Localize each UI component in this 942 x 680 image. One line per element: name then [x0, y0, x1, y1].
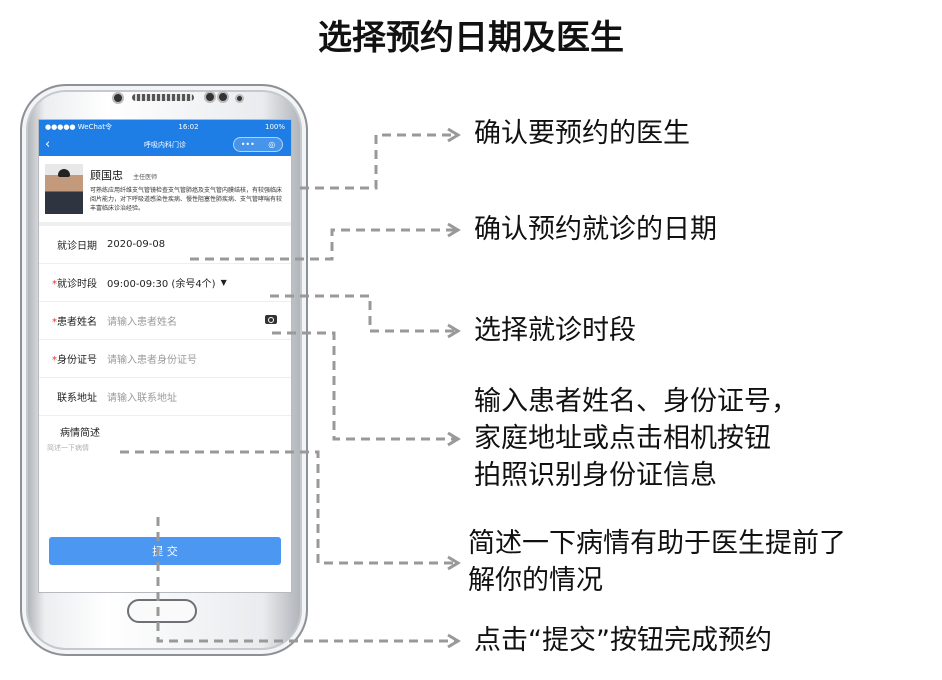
- annotation-input-info-3: 拍照识别身份证信息: [474, 460, 717, 491]
- connector-date: [190, 228, 455, 261]
- clock: 16:02: [178, 122, 199, 131]
- visit-date-row: 就诊日期 2020-09-08: [39, 226, 291, 264]
- arrowhead: [447, 431, 461, 447]
- camera-icon[interactable]: [265, 315, 277, 324]
- connector-camera: [272, 331, 455, 441]
- sensor-icon: [235, 94, 244, 103]
- back-icon[interactable]: ‹: [45, 137, 51, 152]
- submit-button[interactable]: 提 交: [49, 537, 281, 565]
- condition-label: 病情简述: [60, 428, 100, 439]
- battery-label: 100%: [264, 122, 285, 131]
- nav-title: 呼吸内科门诊: [144, 140, 186, 149]
- doctor-title: 主任医师: [133, 174, 158, 181]
- doctor-description: 可熟练应用纤维支气管镜检查支气管肺癌及支气管内膜结核，有较强临床阅片能力，对下呼…: [90, 187, 283, 212]
- annotation-input-info-1: 输入患者姓名、身份证号，: [474, 386, 798, 417]
- annotation-confirm-date: 确认预约就诊的日期: [474, 214, 717, 245]
- visit-date-value: 2020-09-08: [107, 239, 166, 250]
- home-button: [127, 599, 197, 623]
- page-title: 选择预约日期及医生: [318, 18, 624, 58]
- connector-doctor: [300, 133, 455, 190]
- id-number-input[interactable]: 请输入患者身份证号: [107, 355, 197, 366]
- annotation-select-time: 选择就诊时段: [474, 315, 636, 346]
- phone-screen: ●●●●● WeChat令 16:02 100% ‹ 呼吸内科门诊 ••• ◎ …: [38, 119, 292, 593]
- miniprogram-capsule: ••• ◎: [233, 137, 283, 152]
- connector-condition: [120, 450, 455, 565]
- front-camera-icon: [112, 92, 124, 104]
- status-bar: ●●●●● WeChat令 16:02 100%: [39, 120, 291, 133]
- visit-date-label: 就诊日期: [57, 241, 97, 252]
- annotation-submit-hint: 点击“提交”按钮完成预约: [474, 625, 772, 656]
- arrowhead: [447, 555, 461, 571]
- carrier-label: ●●●●● WeChat令: [45, 122, 112, 131]
- earpiece-speaker: [132, 94, 194, 101]
- arrowhead: [447, 323, 461, 339]
- id-number-row: *身份证号 请输入患者身份证号: [39, 340, 291, 378]
- chevron-down-icon[interactable]: ▼: [220, 278, 227, 287]
- phone-mockup: ●●●●● WeChat令 16:02 100% ‹ 呼吸内科门诊 ••• ◎ …: [20, 84, 308, 656]
- close-target-icon[interactable]: ◎: [268, 140, 276, 149]
- sensor-icon: [204, 91, 216, 103]
- condition-textarea[interactable]: 简述一下病情: [47, 444, 89, 452]
- connector-submit: [156, 517, 455, 643]
- doctor-name: 顾国忠: [90, 169, 123, 182]
- annotation-describe-1: 简述一下病情有助于医生提前了: [468, 528, 846, 559]
- patient-name-row: *患者姓名 请输入患者姓名: [39, 302, 291, 340]
- patient-name-input[interactable]: 请输入患者姓名: [107, 317, 177, 328]
- visit-time-row[interactable]: *就诊时段 09:00-09:30 (余号4个) ▼: [39, 264, 291, 302]
- visit-time-label: *就诊时段: [52, 279, 97, 290]
- more-icon[interactable]: •••: [240, 140, 255, 149]
- address-input[interactable]: 请输入联系地址: [107, 393, 177, 404]
- visit-time-select[interactable]: 09:00-09:30 (余号4个): [107, 279, 216, 290]
- doctor-info: 顾国忠 主任医师 可熟练应用纤维支气管镜检查支气管肺癌及支气管内膜结核，有较强临…: [90, 164, 285, 214]
- annotation-input-info-2: 家庭地址或点击相机按钮: [474, 423, 771, 454]
- annotation-describe-2: 解你的情况: [468, 565, 603, 596]
- arrowhead: [447, 222, 461, 238]
- address-label: 联系地址: [57, 393, 97, 404]
- doctor-avatar: [45, 164, 83, 214]
- arrowhead: [447, 127, 461, 143]
- nav-bar: ‹ 呼吸内科门诊 ••• ◎: [39, 133, 291, 156]
- id-number-label: *身份证号: [52, 355, 97, 366]
- doctor-card: 顾国忠 主任医师 可熟练应用纤维支气管镜检查支气管肺癌及支气管内膜结核，有较强临…: [39, 156, 291, 226]
- annotation-confirm-doctor: 确认要预约的医生: [474, 118, 690, 149]
- arrowhead: [447, 633, 461, 649]
- connector-time: [270, 294, 455, 333]
- patient-name-label: *患者姓名: [52, 317, 97, 328]
- address-row: 联系地址 请输入联系地址: [39, 378, 291, 416]
- sensor-icon: [217, 91, 229, 103]
